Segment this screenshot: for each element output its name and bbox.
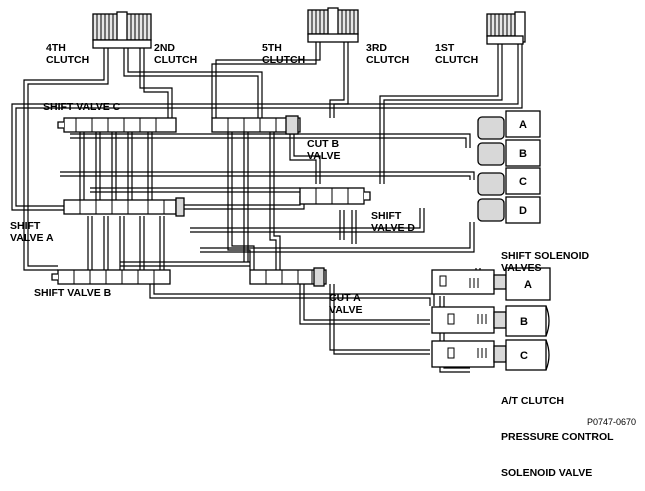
shift-solenoid-bodies [477,110,541,224]
shift-solenoid-d-letter: D [519,205,527,217]
cut-b-valve-body [211,115,301,135]
shift-valve-c-body [57,117,177,133]
label-shift-valve-c: SHIFT VALVE C [43,101,121,113]
pressure-solenoid-a-letter: A [524,279,532,291]
shift-solenoid-c-letter: C [519,176,527,188]
clutch-3rd-5th-assembly [307,7,359,43]
hydraulic-circuit-diagram: A B C D A B C [11,7,551,373]
fluid-passages [11,42,523,373]
shift-valve-b-body [51,269,171,285]
label-pressure-control-solenoid: A/T CLUTCH PRESSURE CONTROL SOLENOID VAL… [501,395,614,479]
pressure-control-solenoid-bodies [431,267,551,371]
label-shift-valve-b: SHIFT VALVE B [34,287,112,299]
clutch-2nd-4th-assembly [92,11,152,49]
figure-code: P0747-0670 [587,417,637,427]
cut-a-valve-body [249,267,327,287]
shift-solenoid-a-letter: A [519,119,527,131]
pressure-solenoid-b-letter: B [520,316,528,328]
clutch-1st-assembly [486,11,526,45]
shift-solenoid-b-letter: B [519,148,527,160]
shift-valve-d-body [299,187,371,205]
shift-valve-a-body [63,197,185,217]
pressure-solenoid-c-letter: C [520,350,528,362]
